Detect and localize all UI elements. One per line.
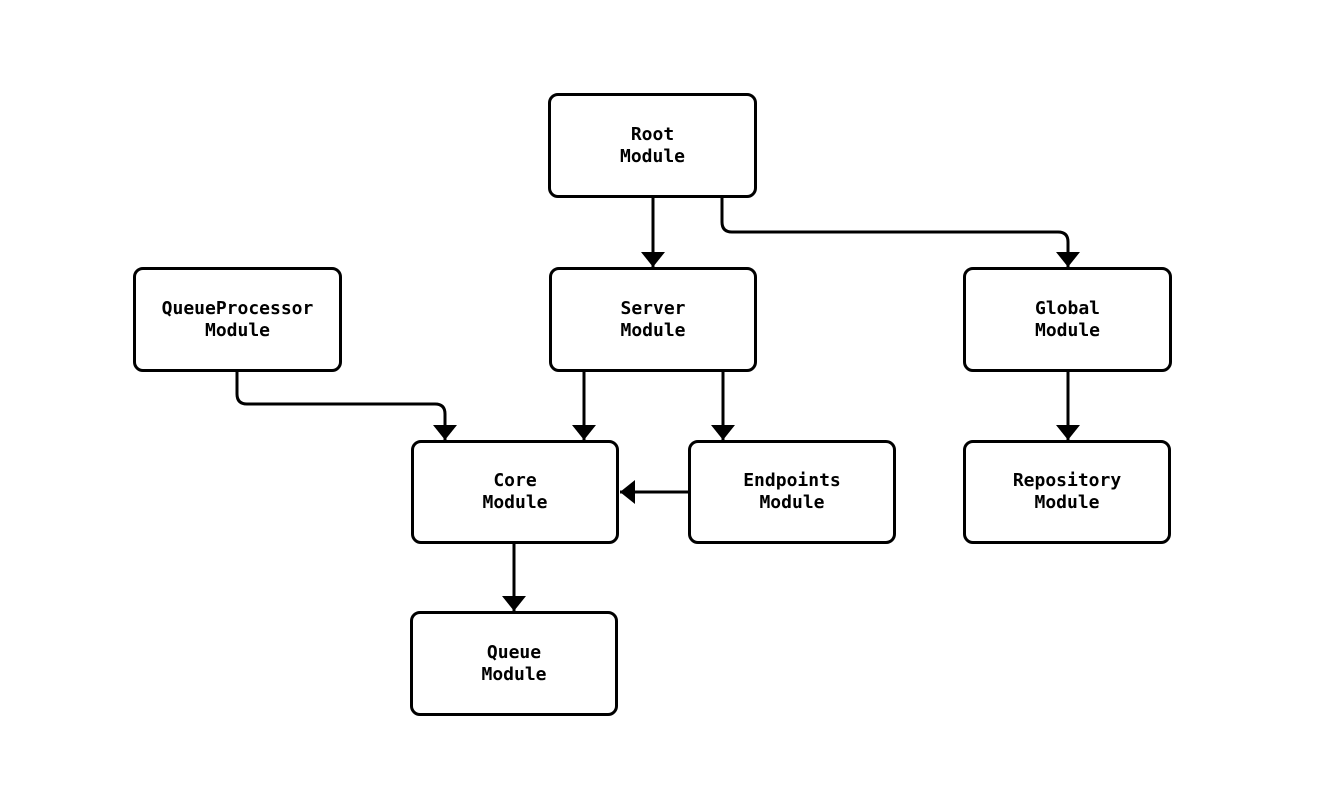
node-label: Repository Module: [1012, 470, 1122, 513]
node-label: Endpoints Module: [743, 470, 841, 513]
edge-root-to-global: [720, 198, 1080, 267]
node-queueprocessor-module: QueueProcessor Module: [133, 267, 342, 372]
node-global-module: Global Module: [963, 267, 1172, 372]
node-label: Core Module: [482, 470, 548, 513]
node-label: Global Module: [1034, 297, 1101, 341]
node-label: Root Module: [619, 123, 686, 167]
node-label: QueueProcessor Module: [161, 297, 314, 341]
node-core-module: Core Module: [411, 440, 619, 544]
node-root-module: Root Module: [548, 93, 757, 198]
node-queue-module: Queue Module: [410, 611, 618, 716]
node-repository-module: Repository Module: [963, 440, 1171, 544]
node-label: Server Module: [620, 297, 686, 341]
node-server-module: Server Module: [549, 267, 757, 372]
node-endpoints-module: Endpoints Module: [688, 440, 896, 544]
edge-queueprocessor-to-core: [235, 372, 457, 440]
node-label: Queue Module: [481, 641, 547, 685]
